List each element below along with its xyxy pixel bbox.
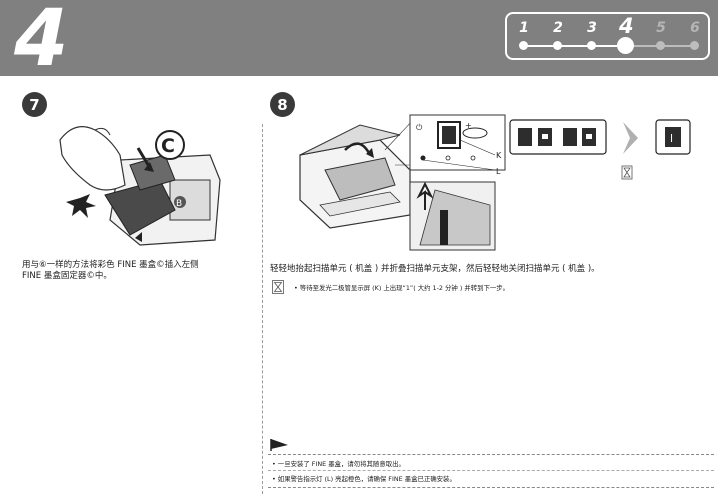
progress-step-4: 4 (619, 14, 634, 38)
label-k: K (496, 151, 502, 160)
step-7-line-2: FINE 墨盒固定器©中。 (22, 271, 112, 281)
step-progress: 1 2 3 4 5 6 (505, 12, 710, 60)
progress-step-1: 1 (519, 20, 529, 36)
header-banner: 4 1 2 3 4 5 6 (0, 0, 718, 84)
notes-divider-bottom (268, 487, 714, 488)
svg-text:+: + (465, 121, 472, 130)
step-7-instructions: 用与⑥一样的方法将彩色 FINE 墨盒©插入左侧 FINE 墨盒固定器©中。 (22, 260, 257, 282)
cartridge-insert-illustration: B C (59, 126, 221, 246)
hourglass-icon (621, 165, 633, 180)
note-flag-icon (270, 439, 288, 451)
step-7-badge: 7 (22, 92, 47, 117)
progress-dot-1 (519, 41, 528, 50)
progress-dot-3 (587, 41, 596, 50)
progress-line (523, 45, 694, 47)
progress-dot-6 (690, 41, 699, 50)
panel-digit: l (670, 132, 673, 145)
progress-step-3: 3 (587, 20, 597, 36)
progress-step-6: 6 (690, 20, 700, 36)
step-number: 4 (14, 0, 69, 84)
hourglass-icon (272, 280, 284, 294)
progress-dot-5 (656, 41, 665, 50)
sequence-arrow-icon (623, 122, 638, 154)
label-l: L (496, 167, 501, 176)
callout-c-label: C (161, 135, 175, 157)
progress-step-5: 5 (656, 20, 666, 36)
wait-note: • 等待至发光二极管显示屏 (K) 上出现“1”( 大约 1-2 分钟 ) 并转… (294, 284, 510, 292)
progress-step-2: 2 (553, 20, 563, 36)
step-7-line-1: 用与⑥一样的方法将彩色 FINE 墨盒©插入左侧 (22, 260, 199, 270)
progress-dot-4 (617, 37, 634, 54)
notes-divider-mid (268, 470, 714, 471)
note-1: • 一旦安装了 FINE 墨盒，请勿将其随意取出。 (272, 460, 405, 468)
svg-text:B: B (176, 199, 182, 209)
progress-dot-2 (553, 41, 562, 50)
step-8-instructions: 轻轻地抬起扫描单元 ( 机盖 ) 并折叠扫描单元支架，然后轻轻地关闭扫描单元 (… (270, 264, 600, 274)
svg-text:⏻: ⏻ (416, 123, 423, 132)
note-2: • 如果警告指示灯 (L) 亮起橙色，请确保 FINE 墨盒已正确安装。 (272, 475, 456, 483)
step-8-badge: 8 (270, 92, 295, 117)
close-scanner-illustration: ⏻ + K L l (299, 114, 691, 251)
notes-divider-top (268, 454, 714, 455)
column-divider (262, 124, 263, 494)
